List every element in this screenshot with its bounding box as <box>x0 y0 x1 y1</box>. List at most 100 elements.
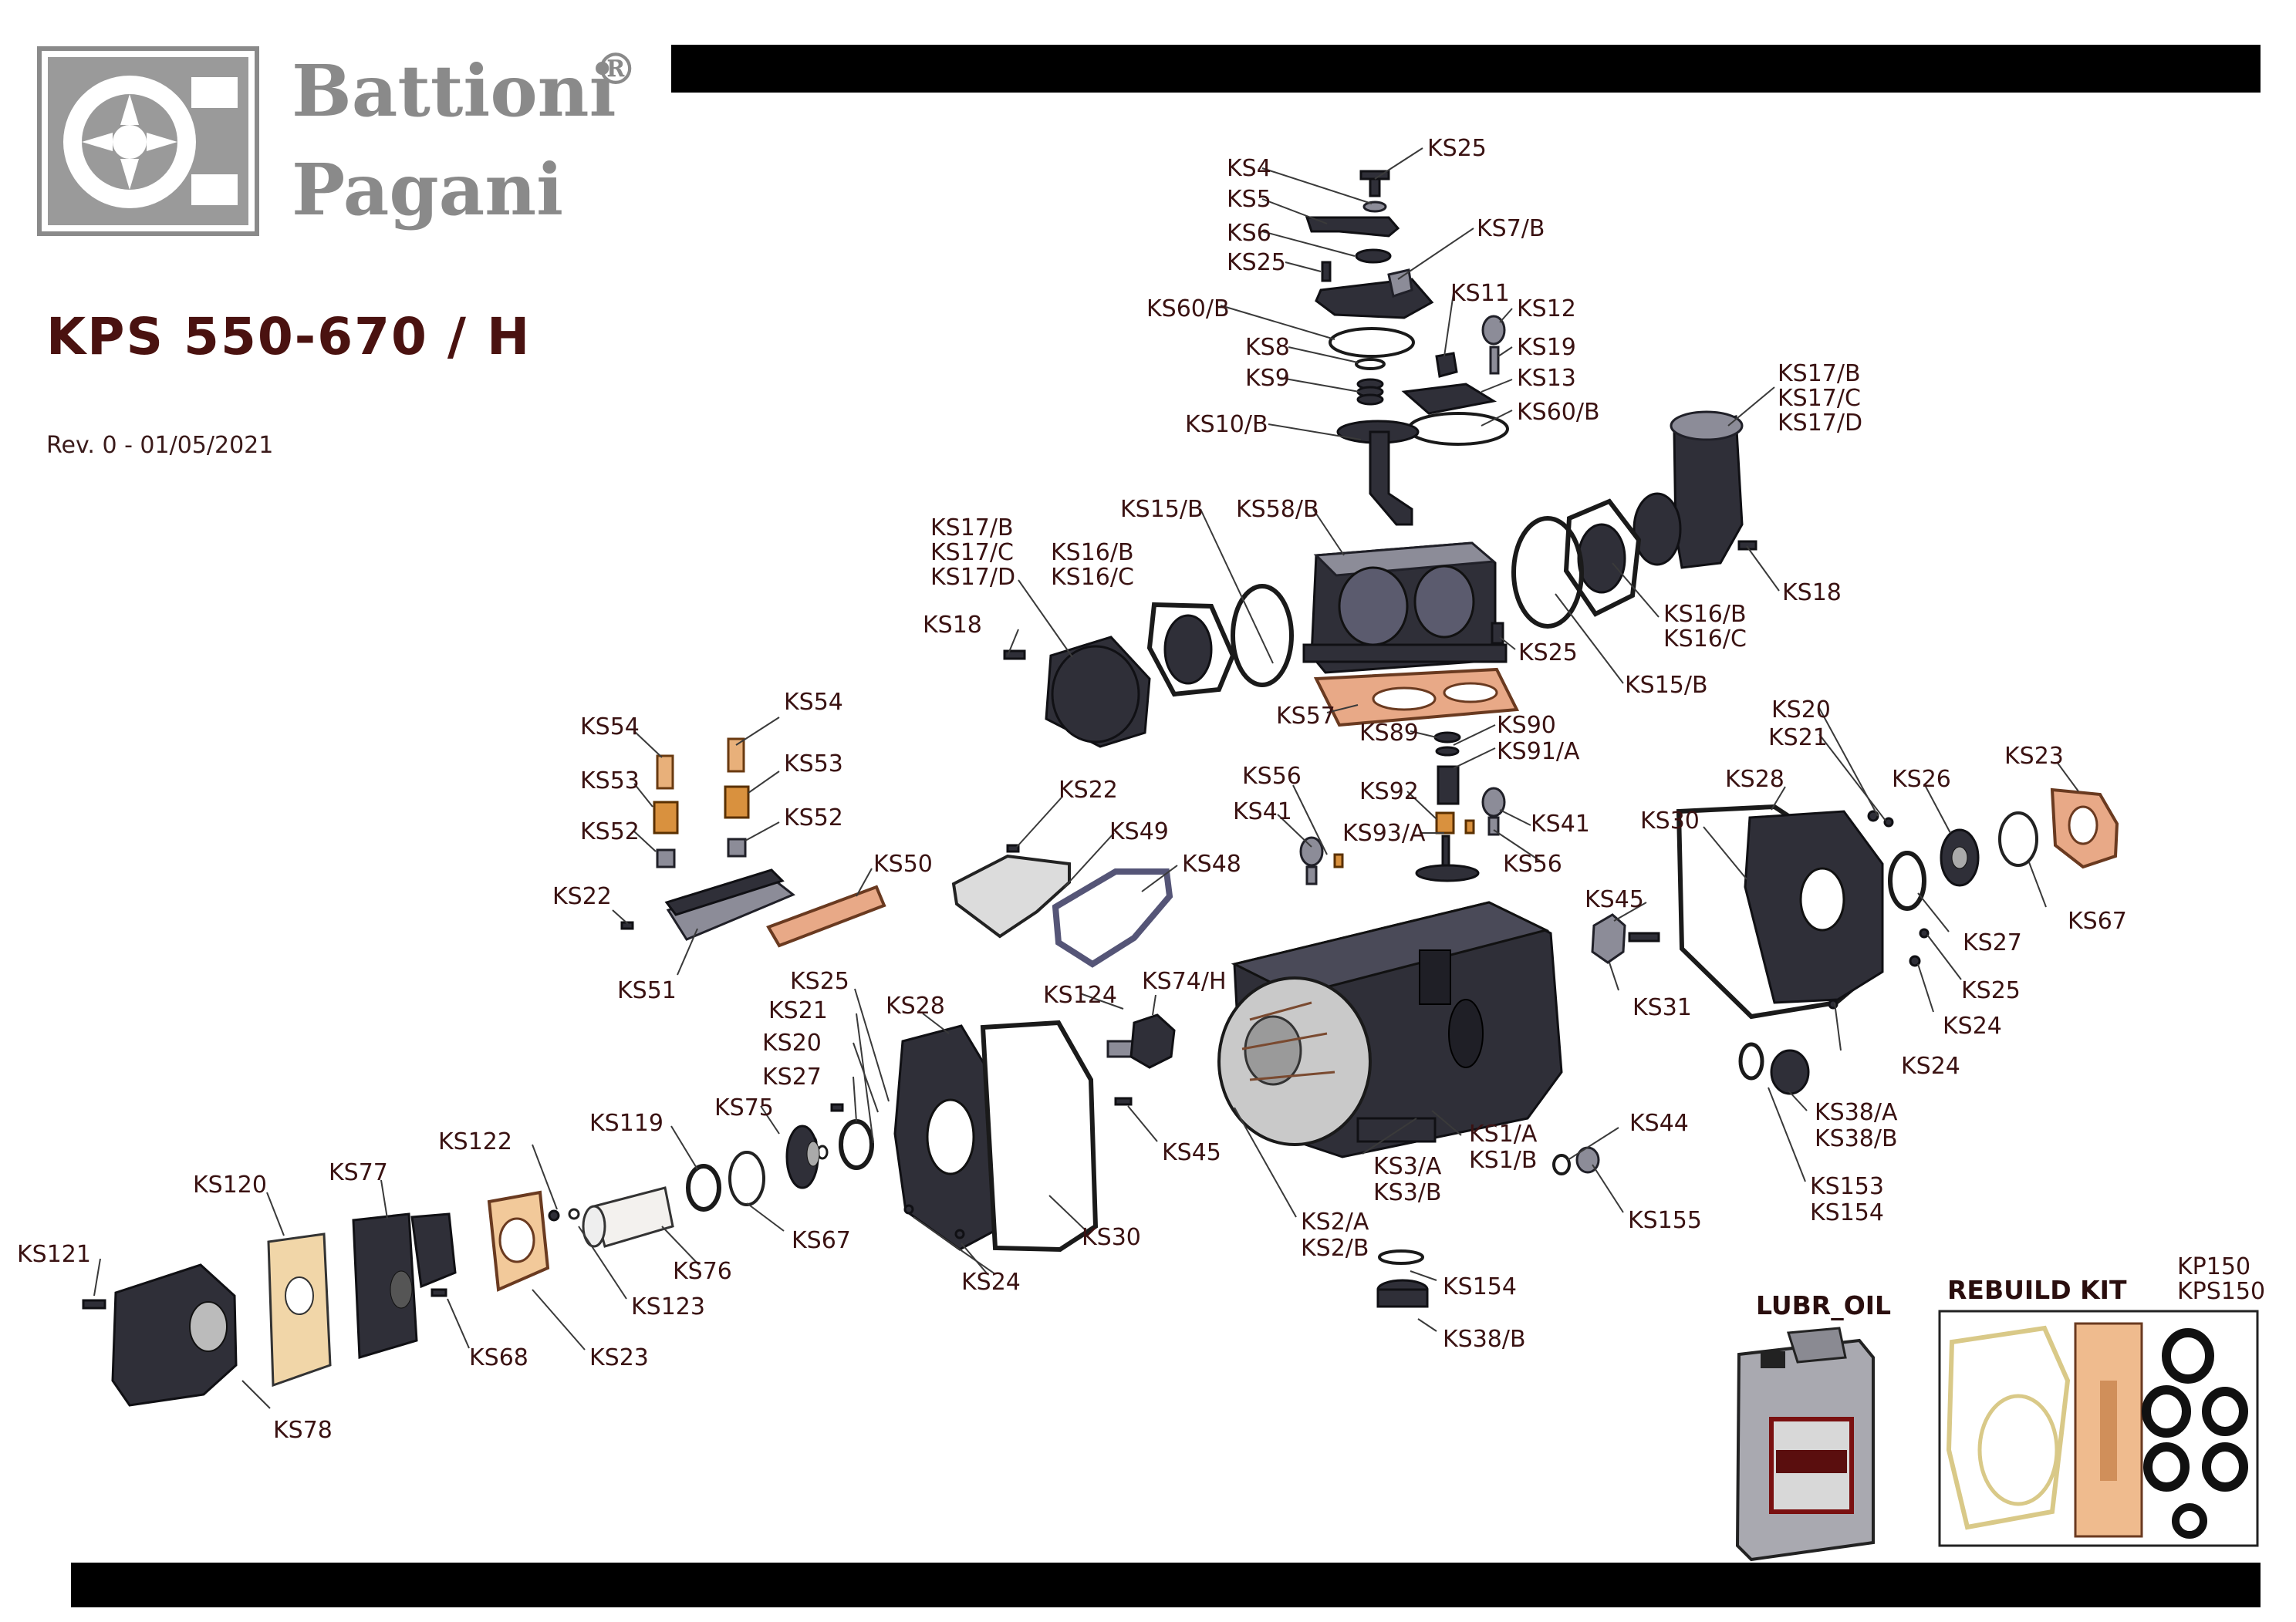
callout: KS120 <box>193 1172 267 1199</box>
valve-cover-assembly <box>1305 170 1509 526</box>
callout: KS23 <box>589 1344 649 1371</box>
callout: KS1/B <box>1469 1147 1538 1174</box>
callout: KS57 <box>1276 703 1335 730</box>
callout: KS25 <box>1227 249 1286 276</box>
callout: KS89 <box>1359 720 1419 747</box>
callout: KS25 <box>790 968 849 995</box>
callout: KS15/B <box>1120 496 1204 523</box>
registered-mark: ® <box>594 44 637 95</box>
header-bar <box>671 45 2261 93</box>
callout: KS21 <box>1768 724 1828 751</box>
callout: KS16/B <box>1663 601 1747 628</box>
callout: KS75 <box>714 1094 774 1121</box>
callout: KS77 <box>329 1159 388 1186</box>
callout: KS10/B <box>1185 411 1268 438</box>
callout: KS30 <box>1082 1224 1141 1251</box>
callout: KS50 <box>873 851 933 878</box>
right-suction-elbow <box>1511 410 1757 629</box>
callout: KS21 <box>768 997 828 1024</box>
callout: KS154 <box>1443 1273 1517 1300</box>
callout: KS12 <box>1517 295 1576 322</box>
callout: KS38/B <box>1815 1125 1898 1152</box>
callout: KS4 <box>1227 155 1271 182</box>
left-discharge-elbow <box>1003 584 1294 748</box>
callout: KS121 <box>17 1241 91 1268</box>
callout: KS123 <box>631 1293 705 1320</box>
callout: KS27 <box>1963 929 2022 956</box>
callout: KS23 <box>2004 743 2064 770</box>
callout: KS122 <box>438 1128 512 1155</box>
callout: KS24 <box>1943 1013 2002 1040</box>
callout: KS56 <box>1242 763 1302 790</box>
callout: KS26 <box>1892 766 1951 793</box>
callout-labels: KS25 KS4 KS5 KS7/B KS6 KS25 KS11 KS12 KS… <box>17 135 2127 1444</box>
lubr-oil-label: LUBR_OIL <box>1756 1290 1891 1320</box>
brand-name-line1: Battioni <box>292 49 616 133</box>
callout: KS17/D <box>930 564 1015 591</box>
callout: KS154 <box>1810 1199 1884 1226</box>
callout: KS60/B <box>1146 295 1230 322</box>
callout: KS24 <box>961 1269 1021 1296</box>
rebuild-kit-label: REBUILD KIT <box>1947 1275 2127 1305</box>
callout: KS18 <box>1782 579 1842 606</box>
callout: KS15/B <box>1625 672 1708 699</box>
callout: KS92 <box>1359 778 1419 805</box>
callout: KS17/C <box>1778 385 1861 412</box>
callout: KS53 <box>580 767 640 794</box>
callout: KS25 <box>1518 639 1578 666</box>
callout: KS38/A <box>1815 1099 1898 1126</box>
rebuild-kit-box <box>1938 1310 2259 1547</box>
callout: KS8 <box>1245 334 1290 361</box>
callout: KS52 <box>784 804 843 831</box>
callout: KS25 <box>1427 135 1487 162</box>
document-revision: Rev. 0 - 01/05/2021 <box>46 432 274 459</box>
callout: KS90 <box>1497 712 1556 739</box>
callout: KS54 <box>784 689 843 716</box>
callout: KS91/A <box>1497 738 1580 765</box>
right-end-cover <box>1552 787 2119 1175</box>
callout: KS74/H <box>1142 968 1227 995</box>
callout: KS155 <box>1628 1207 1702 1234</box>
callout: KS17/D <box>1778 410 1862 437</box>
callout: KS20 <box>762 1030 822 1057</box>
callout: KS45 <box>1585 886 1644 913</box>
callout: KS24 <box>1901 1053 1960 1080</box>
callout: KS3/B <box>1373 1179 1442 1206</box>
callout: KS25 <box>1961 977 2021 1004</box>
leader-lines <box>93 147 2079 1409</box>
callout: KS52 <box>580 818 640 845</box>
callout: KS119 <box>589 1110 663 1137</box>
callout: KS2/B <box>1301 1235 1369 1262</box>
oil-reservoir-covers <box>620 844 1173 968</box>
callout: KS45 <box>1162 1139 1221 1166</box>
callout: KS27 <box>762 1064 822 1091</box>
callout: KS76 <box>673 1258 732 1285</box>
callout: KS78 <box>273 1417 333 1444</box>
footer-bar <box>71 1563 2261 1607</box>
callout: KS13 <box>1517 365 1576 392</box>
callout: KS3/A <box>1373 1153 1442 1180</box>
pump-body <box>1217 901 1563 1158</box>
callout: KS30 <box>1640 808 1700 835</box>
callout: KS11 <box>1450 280 1510 307</box>
relief-valve-parts <box>1299 731 1506 885</box>
callout: KS18 <box>923 612 982 639</box>
callout: KS9 <box>1245 365 1290 392</box>
brand-logo <box>37 46 259 236</box>
callout: KS16/B <box>1051 539 1134 566</box>
callout: KS54 <box>580 713 640 740</box>
callout: KS19 <box>1517 334 1576 361</box>
callout: KS49 <box>1109 818 1169 845</box>
callout: KS60/B <box>1517 399 1600 426</box>
document-title: KPS 550-670 / H <box>46 307 532 366</box>
callout: KS7/B <box>1477 215 1545 242</box>
callout: KS31 <box>1633 994 1692 1021</box>
callout: KS2/A <box>1301 1209 1369 1236</box>
callout: KS44 <box>1629 1110 1689 1137</box>
callout: KS5 <box>1227 186 1271 213</box>
callout: KS1/A <box>1469 1121 1538 1148</box>
callout: KS67 <box>792 1227 851 1254</box>
callout: KS124 <box>1043 982 1117 1009</box>
